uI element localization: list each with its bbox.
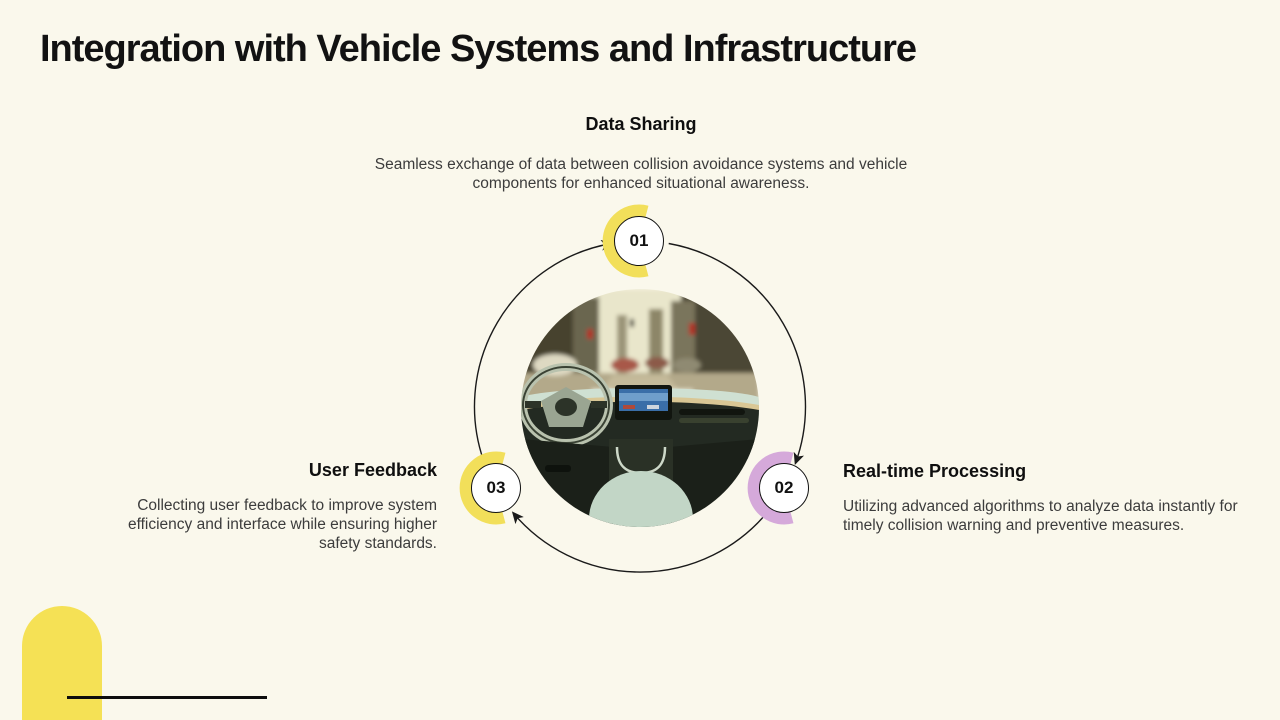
step-block-real-time-processing: Real-time Processing Utilizing advanced … [843,461,1245,535]
decorative-black-line [67,696,267,699]
car-dashboard [521,363,759,527]
step-title: Data Sharing [585,114,697,134]
step-description: Utilizing advanced algorithms to analyze… [843,498,1238,535]
step-number: 01 [629,231,649,250]
step-number: 03 [486,478,506,497]
page-title: Integration with Vehicle Systems and Inf… [40,28,917,70]
step-description: Collecting user feedback to improve syst… [127,497,437,553]
decorative-yellow-pill [22,606,102,720]
step-title: User Feedback [308,460,437,480]
center-image-dashboard-photo [521,289,759,527]
step-description: Seamless exchange of data between collis… [374,156,908,193]
step-node-03: 03 [471,463,521,513]
step-number: 02 [774,478,794,497]
step-title: Real-time Processing [843,461,1027,481]
step-block-data-sharing: Data Sharing Seamless exchange of data b… [341,114,941,193]
step-node-02: 02 [759,463,809,513]
step-block-user-feedback: User Feedback Collecting user feedback t… [87,460,437,554]
step-node-01: 01 [614,216,664,266]
